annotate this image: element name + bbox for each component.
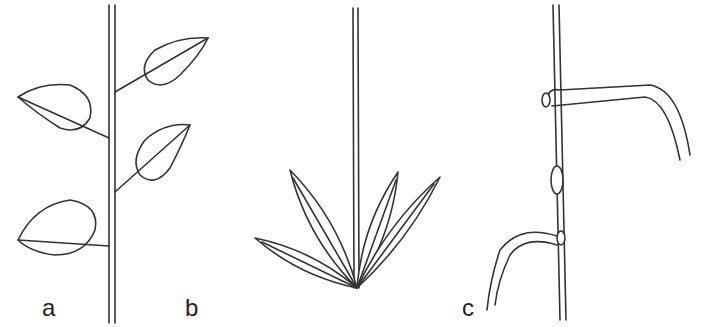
part-letter: a: [42, 296, 55, 320]
alternate-leaves: [18, 5, 208, 323]
rosette-leaves: [255, 8, 440, 288]
part-letter: b: [185, 296, 198, 320]
grass-leaves: [487, 5, 690, 320]
part-letter: c: [462, 296, 474, 320]
